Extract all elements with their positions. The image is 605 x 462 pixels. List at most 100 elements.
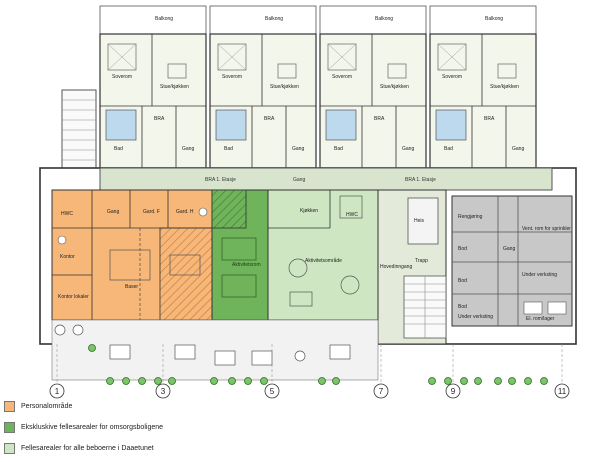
unit-body — [429, 33, 537, 169]
corridor-gang-label: Gang — [293, 177, 305, 183]
unit-kitchen-label: Stue/kjøkken — [270, 84, 299, 90]
legend-label: Fellesarealer for alle beboerne i Daaetu… — [21, 445, 154, 452]
terrace — [51, 319, 379, 381]
bed — [217, 43, 247, 71]
rengjoring-label: Rengjøring — [458, 214, 483, 220]
terrace-table — [329, 344, 351, 360]
legend-item: Fellesarealer for alle beboerne i Daaetu… — [4, 438, 324, 459]
bed — [437, 43, 467, 71]
unit-hall-label: Gang — [512, 146, 524, 152]
unit-bed-label: Soverom — [332, 74, 352, 80]
tree-icon — [444, 377, 452, 385]
trees — [88, 344, 548, 385]
aktivitet-2-label: Aktivitetsområde — [305, 257, 342, 264]
shared-area — [267, 189, 379, 321]
axis-label: 3 — [161, 387, 166, 396]
tree-icon — [460, 377, 468, 385]
tree-icon — [210, 377, 218, 385]
unit-balcony-label: Balkong — [485, 16, 503, 22]
kontor-bottom-label: Kontor lokaler — [58, 294, 89, 300]
unit-balcony-label: Balkong — [265, 16, 283, 22]
terrace-table — [109, 344, 131, 360]
unit-kitchen-label: Stue/kjøkken — [380, 84, 409, 90]
garderobe-2-label: Gard. H — [176, 209, 194, 215]
legend-label: Ekskluskive fellesarealer for omsorgsbol… — [21, 424, 164, 431]
under-1-label: Under verksting — [522, 272, 557, 278]
trapp-label: Trapp — [415, 258, 428, 264]
unit-bath-label: Bad — [444, 146, 453, 152]
gang-1-label: Gang — [107, 209, 119, 215]
legend-swatch — [4, 443, 15, 454]
terrace-table — [251, 350, 273, 366]
unit-bra-label: BRA — [484, 116, 495, 122]
unit-kitchen-label: Stue/kjøkken — [160, 84, 189, 90]
bod-2-label: Bod — [458, 278, 467, 284]
terrace-chair — [54, 324, 66, 336]
lager-label: El. rom/lager — [526, 316, 555, 322]
terrace-chair — [72, 324, 84, 336]
legend-item: Ekskluskive fellesarealer for omsorgsbol… — [4, 417, 324, 438]
terrace-furniture — [54, 324, 351, 366]
tree-icon — [508, 377, 516, 385]
terrace-chair — [294, 350, 306, 362]
bathroom — [105, 109, 137, 141]
axis-label: 5 — [270, 387, 275, 396]
axis-marker-11 — [554, 383, 570, 399]
baser-label: Baser — [125, 284, 138, 290]
corridor — [99, 167, 553, 191]
bod-1-label: Bod — [458, 246, 467, 252]
tree-icon — [260, 377, 268, 385]
unit-body — [209, 33, 317, 169]
tree-icon — [106, 377, 114, 385]
service-area — [451, 195, 573, 327]
heis-label: Heis — [414, 218, 425, 224]
unit-hall-label: Gang — [182, 146, 194, 152]
unit-body — [319, 33, 427, 169]
tree-icon — [540, 377, 548, 385]
axis-label: 1 — [55, 387, 60, 396]
bra-label-1: BRA 1. Etasje — [205, 177, 236, 183]
residential-units: BalkongSoveromStue/kjøkkenBadBRAGangBalk… — [99, 5, 537, 169]
balcony — [99, 5, 207, 35]
vent-rom-label: Vent. rom for sprinkler — [522, 226, 571, 232]
table — [387, 63, 407, 79]
unit-bed-label: Soverom — [442, 74, 462, 80]
tree-icon — [154, 377, 162, 385]
entrance-core — [377, 189, 447, 345]
bed — [327, 43, 357, 71]
tree-icon — [168, 377, 176, 385]
unit-bath-label: Bad — [114, 146, 123, 152]
unit-bath-label: Bad — [334, 146, 343, 152]
terrace-table — [174, 344, 196, 360]
unit-hall-label: Gang — [292, 146, 304, 152]
tree-icon — [228, 377, 236, 385]
tree-icon — [244, 377, 252, 385]
under-2-label: Under verksting — [458, 314, 493, 320]
balcony — [209, 5, 317, 35]
table — [497, 63, 517, 79]
tree-icon — [524, 377, 532, 385]
tree-icon — [494, 377, 502, 385]
tree-icon — [428, 377, 436, 385]
bathroom — [325, 109, 357, 141]
unit-kitchen-label: Stue/kjøkken — [490, 84, 519, 90]
tree-icon — [318, 377, 326, 385]
bathroom — [435, 109, 467, 141]
hwc-left-label: HWC — [61, 211, 73, 217]
unit-balcony-label: Balkong — [375, 16, 393, 22]
unit-bed-label: Soverom — [222, 74, 242, 80]
axis-label: 11 — [558, 387, 567, 396]
exterior-stair — [61, 89, 97, 169]
unit-bed-label: Soverom — [112, 74, 132, 80]
unit-hall-label: Gang — [402, 146, 414, 152]
unit-bra-label: BRA — [374, 116, 385, 122]
floor-plan: BalkongSoveromStue/kjøkkenBadBRAGangBalk… — [39, 5, 577, 399]
balcony — [319, 5, 427, 35]
axis-marker-5 — [264, 383, 280, 399]
legend-item: Personalområde — [4, 396, 324, 417]
